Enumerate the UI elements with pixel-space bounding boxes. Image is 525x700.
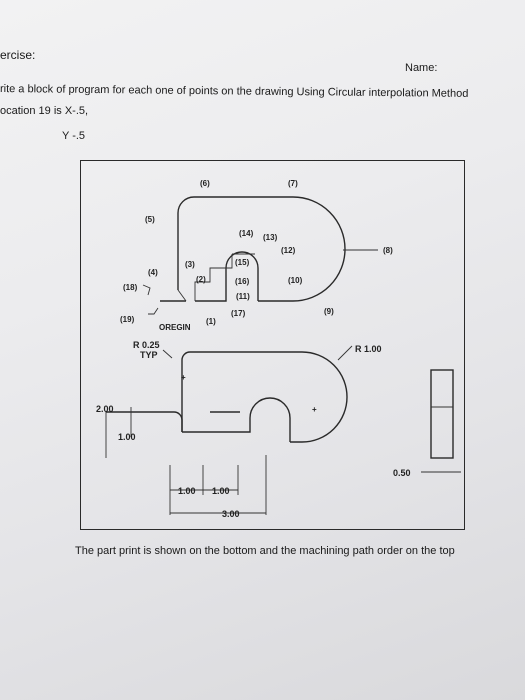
label-2: (2) bbox=[196, 275, 206, 284]
label-6: (6) bbox=[200, 179, 210, 188]
leader-r025 bbox=[162, 349, 173, 359]
exercise-heading: ercise: bbox=[0, 48, 36, 62]
plus-mark-right: + bbox=[312, 405, 317, 414]
part-bottom-left bbox=[106, 411, 183, 432]
dimension-labels: R 0.25 TYP R 1.00 2.00 1.00 1.00 1.00 3.… bbox=[96, 340, 411, 519]
label-19: (19) bbox=[120, 315, 135, 324]
path-slot bbox=[195, 251, 259, 302]
path-lead-in bbox=[177, 289, 187, 302]
leader-r100 bbox=[337, 345, 353, 361]
path-outer-contour bbox=[177, 196, 346, 302]
label-origin: OREGIN bbox=[159, 323, 191, 332]
leader-19 bbox=[148, 307, 159, 315]
label-8: (8) bbox=[383, 246, 393, 255]
label-1: (1) bbox=[206, 317, 216, 326]
label-13: (13) bbox=[263, 233, 278, 242]
name-label: Name: bbox=[405, 62, 438, 74]
path-inner-steps bbox=[194, 254, 233, 301]
label-14: (14) bbox=[239, 229, 254, 238]
dim-r100: R 1.00 bbox=[355, 344, 382, 354]
label-3: (3) bbox=[185, 260, 195, 269]
machining-path bbox=[142, 196, 378, 315]
side-view-rect bbox=[430, 369, 454, 459]
label-9: (9) bbox=[324, 307, 334, 316]
dim-100-a: 1.00 bbox=[178, 486, 196, 496]
part-slot bbox=[182, 397, 291, 442]
dim-100-b: 1.00 bbox=[212, 486, 230, 496]
path-point-labels: (6) (7) (5) (14) (13) (12) (8) (15) (3) … bbox=[120, 179, 393, 332]
dim-300: 3.00 bbox=[222, 509, 240, 519]
label-17: (17) bbox=[231, 309, 246, 318]
label-4: (4) bbox=[148, 268, 158, 277]
label-16: (16) bbox=[235, 277, 250, 286]
label-11: (11) bbox=[236, 292, 250, 301]
dim-typ: TYP bbox=[140, 350, 158, 360]
label-5: (5) bbox=[145, 215, 155, 224]
dim-100-vert: 1.00 bbox=[118, 432, 136, 442]
label-7: (7) bbox=[288, 179, 298, 188]
plus-mark-left: + bbox=[181, 373, 186, 382]
label-15: (15) bbox=[235, 258, 250, 267]
leader-18 bbox=[142, 284, 151, 296]
part-outer-contour bbox=[181, 351, 348, 443]
footer-note: The part print is shown on the bottom an… bbox=[75, 545, 455, 557]
dim-200: 2.00 bbox=[96, 404, 114, 414]
location-text: ocation 19 is X-.5, bbox=[0, 105, 89, 117]
label-12: (12) bbox=[281, 246, 296, 255]
label-10: (10) bbox=[288, 276, 303, 285]
label-18: (18) bbox=[123, 283, 138, 292]
part-print: + + bbox=[105, 345, 461, 515]
drawing-frame bbox=[80, 160, 465, 530]
y-value-text: Y -.5 bbox=[62, 130, 86, 142]
dim-050: 0.50 bbox=[393, 468, 411, 478]
dim-r025: R 0.25 bbox=[133, 340, 160, 350]
